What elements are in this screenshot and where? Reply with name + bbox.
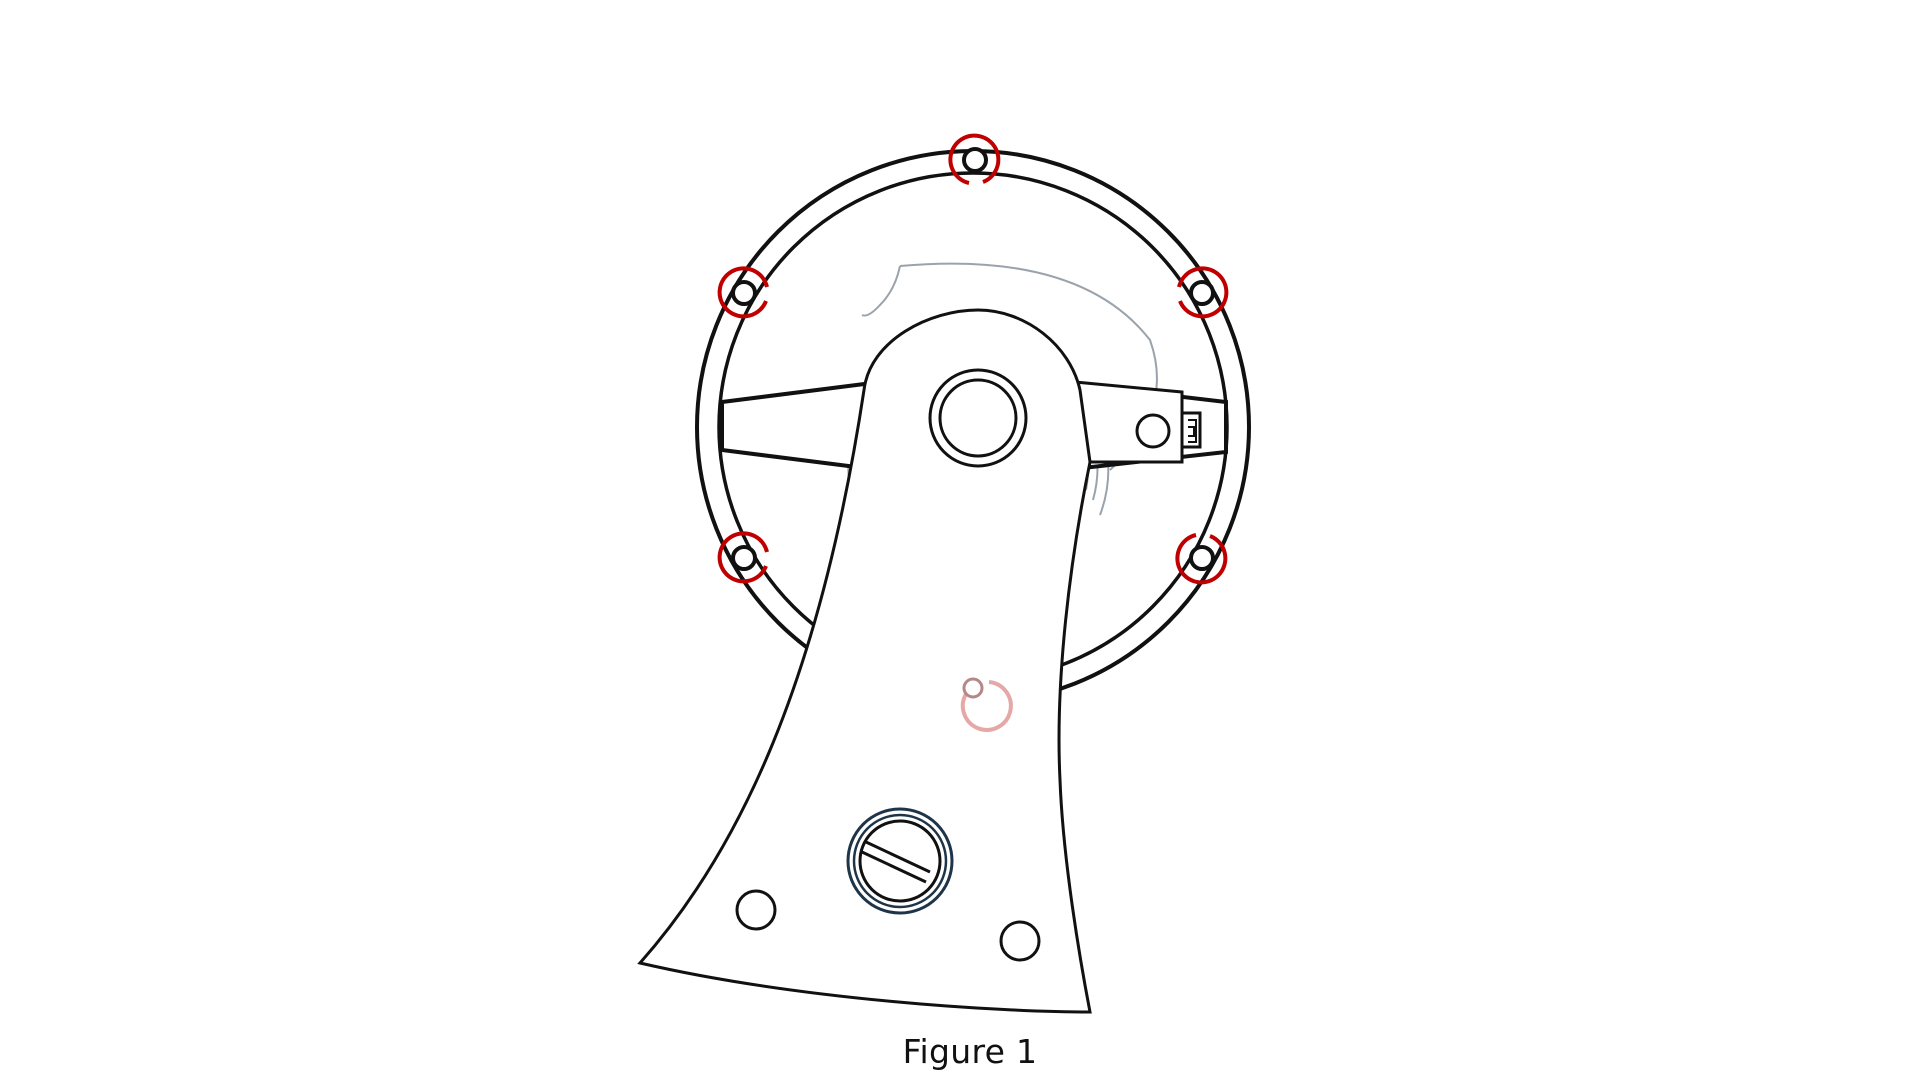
marker-upper-right-dot (1189, 280, 1215, 306)
marker-upper-right (1177, 266, 1229, 319)
marker-lower-left-ring (717, 531, 769, 584)
marker-lower-left (717, 531, 769, 584)
marker-lower-right-ring (1175, 533, 1228, 585)
jewel-inner (938, 378, 1018, 458)
marker-lower-right (1175, 533, 1228, 585)
marker-faded (960, 677, 1013, 732)
screw-head (858, 819, 942, 903)
balance-jewel (928, 368, 1028, 468)
red-markers (717, 133, 1229, 585)
figure-caption: Figure 1 (902, 1032, 1038, 1071)
marker-upper-left-dot (731, 280, 757, 306)
screw-icon (846, 807, 954, 915)
screw-slot (861, 840, 931, 884)
regulator-pin-detail (1188, 419, 1197, 443)
marker-faded-ring (960, 680, 1013, 732)
balance-cock-body (637, 308, 1092, 1014)
marker-upper-right-ring (1177, 266, 1229, 319)
mounting-holes (735, 889, 1041, 962)
marker-lower-right-dot (1189, 545, 1215, 571)
marker-top-dot (962, 147, 988, 173)
hidden-regulator-edge (861, 265, 901, 317)
marker-top (948, 133, 1001, 185)
marker-lower-left-dot (731, 545, 757, 571)
mounting-hole-right (999, 920, 1041, 962)
marker-upper-left (717, 266, 769, 319)
marker-upper-left-ring (717, 266, 769, 319)
marker-faded-dot (962, 677, 984, 699)
mounting-hole-left (735, 889, 777, 931)
marker-top-ring (948, 133, 1001, 185)
regulator-pivot-hole (1135, 413, 1171, 449)
regulator-index (1073, 380, 1202, 464)
